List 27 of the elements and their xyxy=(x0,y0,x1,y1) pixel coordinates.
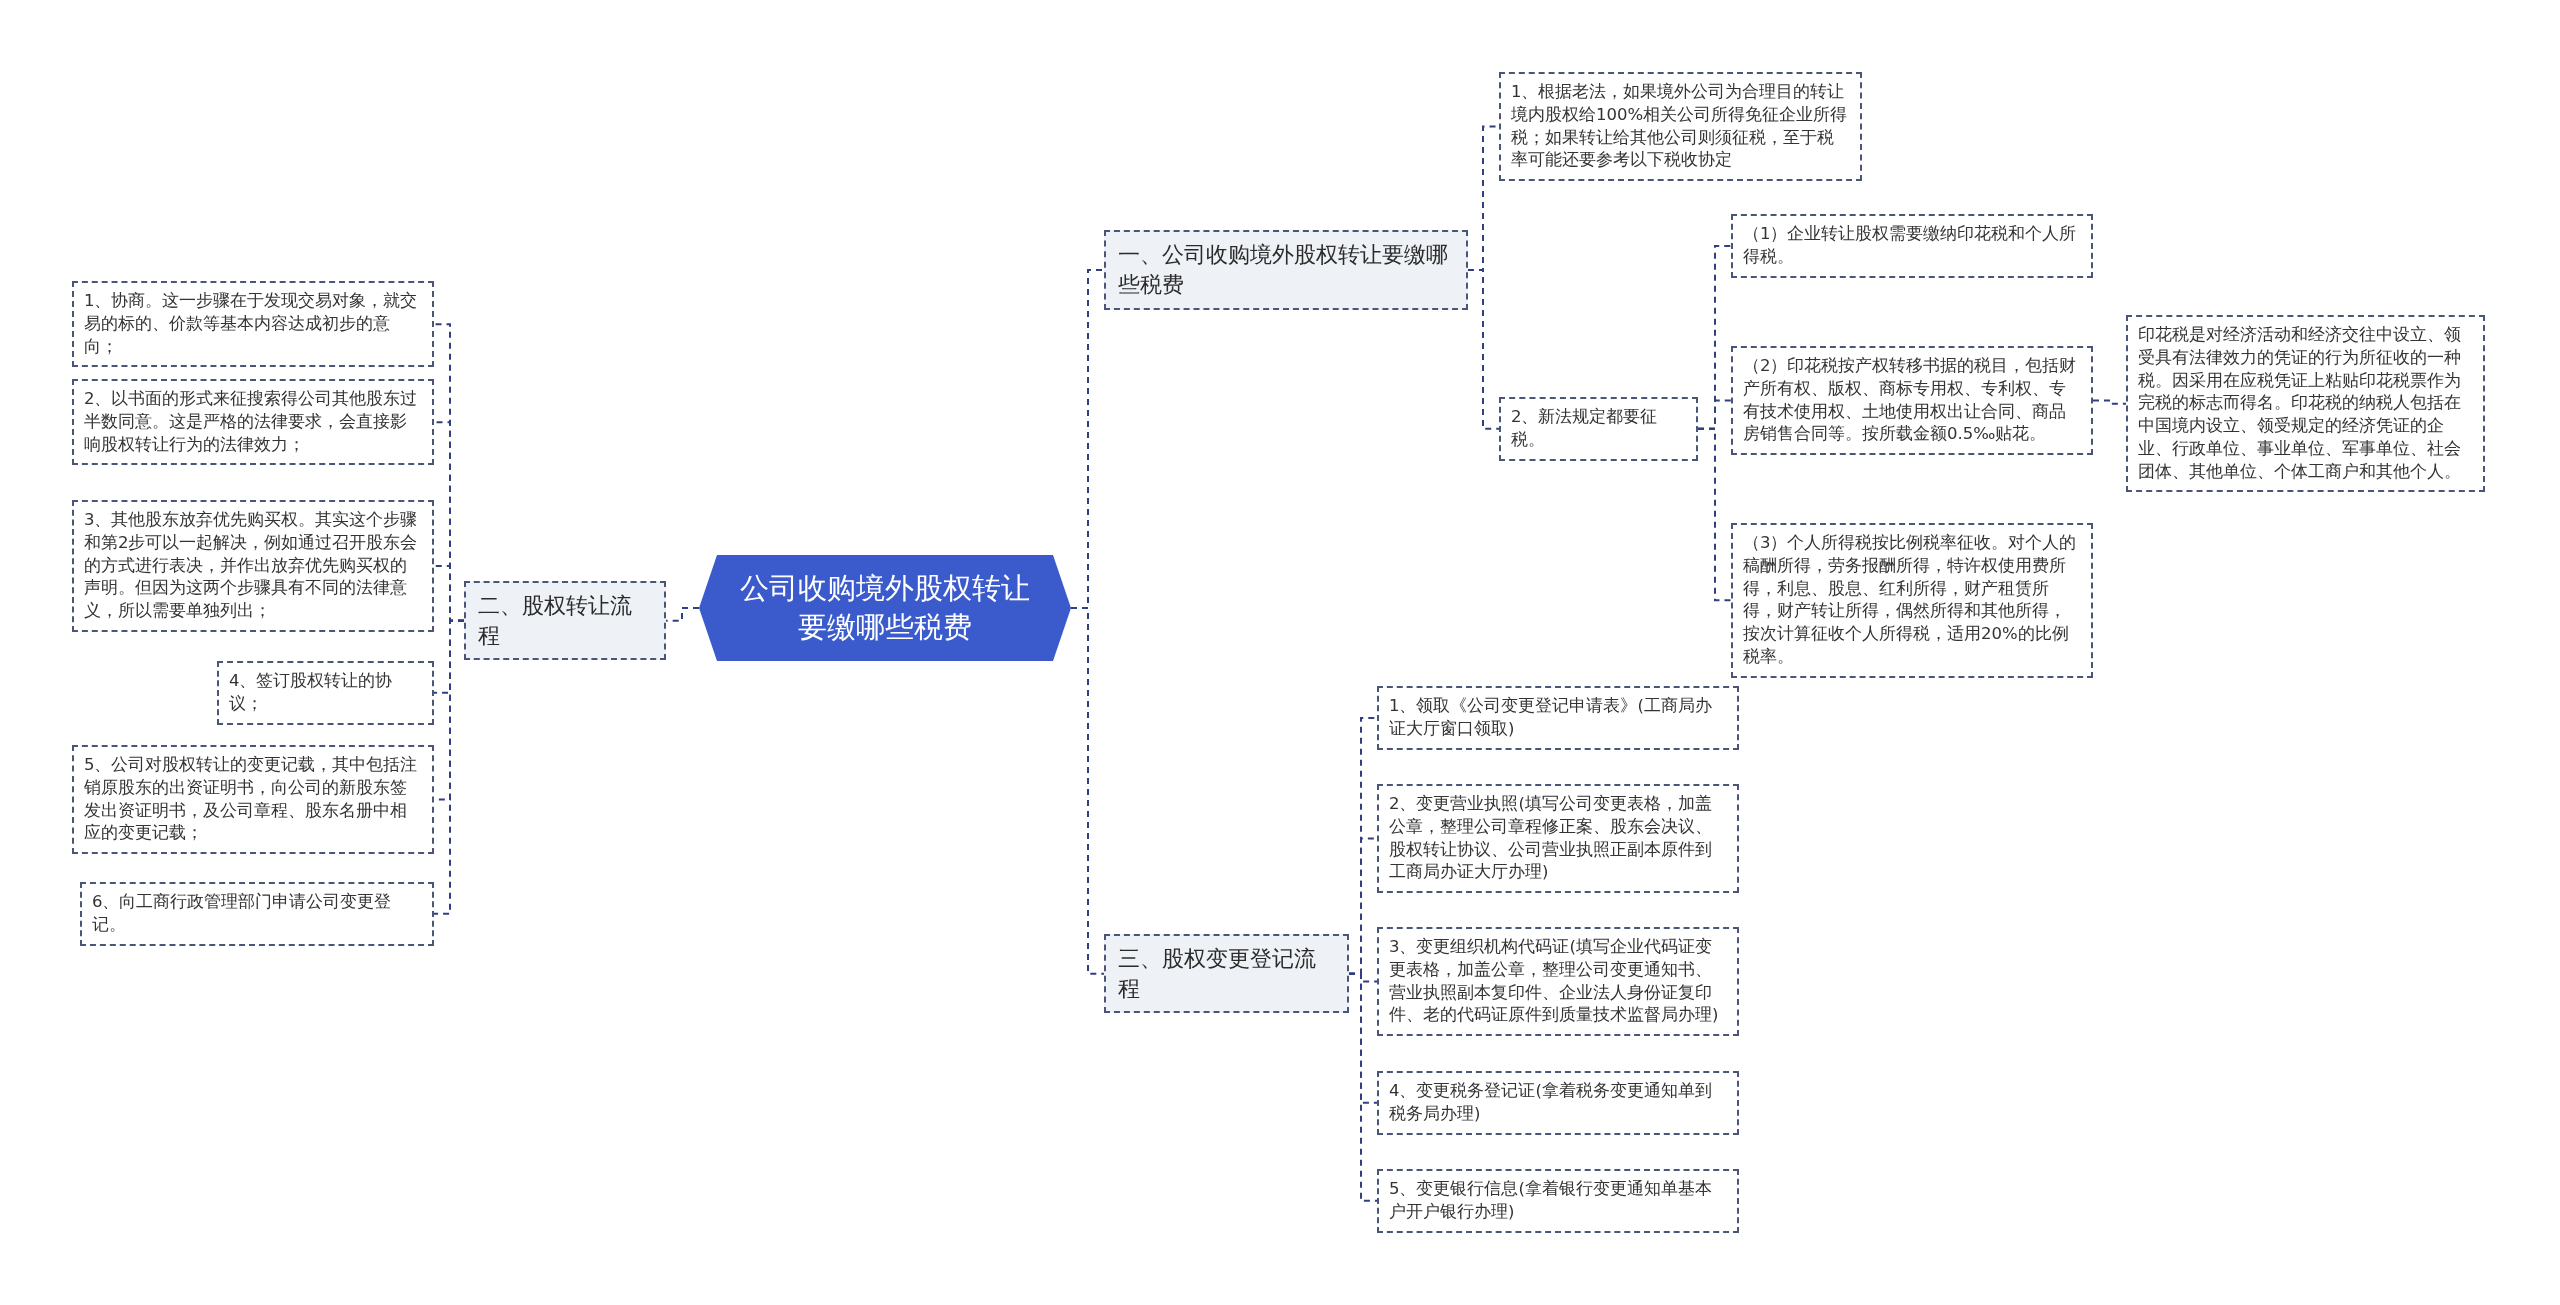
note-box: 3、变更组织机构代码证(填写企业代码证变更表格，加盖公章，整理公司变更通知书、营业执照副本复印件、企业法人身份证复印件、老的代码证原件到质量技术监督局办理) xyxy=(1377,927,1739,1037)
note-box: 2、新法规定都要征税。 xyxy=(1499,397,1698,461)
topic-box: 一、公司收购境外股权转让要缴哪些税费 xyxy=(1104,230,1468,310)
note-box: 印花税是对经济活动和经济交往中设立、领受具有法律效力的凭证的行为所征收的一种税。因采用在应税凭证上粘贴印花税票作为完税的标志而得名。印花税的纳税人包括在中国境内设立、领受规定的经济凭证的企业、行政单位、事业单位、军事单位、社会团体、其他单位、个体工商户和其他个人。 xyxy=(2126,315,2485,493)
note-box: 2、以书面的形式来征搜索得公司其他股东过半数同意。这是严格的法律要求，会直接影响股权转让行为的法律效力； xyxy=(72,379,434,466)
note-box: 1、根据老法，如果境外公司为合理目的转让境内股权给100%相关公司所得免征企业所得税；如果转让给其他公司则须征税，至于税率可能还要参考以下税收协定 xyxy=(1499,72,1862,182)
note-box: （3）个人所得税按比例税率征收。对个人的稿酬所得，劳务报酬所得，特许权使用费所得，利息、股息、红利所得，财产租赁所得，财产转让所得，偶然所得和其他所得，按次计算征收个人所得税，适用20%的比例税率。 xyxy=(1731,523,2093,678)
note-box: 1、领取《公司变更登记申请表》(工商局办证大厅窗口领取) xyxy=(1377,686,1739,750)
note-box: 5、变更银行信息(拿着银行变更通知单基本户开户银行办理) xyxy=(1377,1169,1739,1233)
connector xyxy=(1348,972,1378,1202)
note-box: 6、向工商行政管理部门申请公司变更登记。 xyxy=(80,882,434,946)
note-box: 2、变更营业执照(填写公司变更表格，加盖公章，整理公司章程修正案、股东会决议、股权转让协议、公司营业执照正副本原件到工商局办证大厅办理) xyxy=(1377,784,1739,894)
topic-box: 二、股权转让流程 xyxy=(464,581,666,661)
note-box: 3、其他股东放弃优先购买权。其实这个步骤和第2步可以一起解决，例如通过召开股东会的方式进行表决，并作出放弃优先购买权的声明。但因为这两个步骤具有不同的法律意义，所以需要单独列出； xyxy=(72,500,434,632)
connector xyxy=(2092,399,2127,405)
note-box: 1、协商。这一步骤在于发现交易对象，就交易的标的、价款等基本内容达成初步的意向； xyxy=(72,281,434,368)
central-topic: 公司收购境外股权转让要缴哪些税费 xyxy=(699,555,1071,661)
note-box: 4、变更税务登记证(拿着税务变更通知单到税务局办理) xyxy=(1377,1071,1739,1135)
note-box: 4、签订股权转让的协议； xyxy=(217,661,434,725)
connector xyxy=(1467,269,1500,430)
topic-box: 三、股权变更登记流程 xyxy=(1104,934,1349,1014)
note-box: （1）企业转让股权需要缴纳印花税和个人所得税。 xyxy=(1731,214,2093,278)
connector xyxy=(433,619,465,915)
note-box: （2）印花税按产权转移书据的税目，包括财产所有权、版权、商标专用权、专利权、专有技术使用权、土地使用权出让合同、商品房销售合同等。按所载金额0.5‰贴花。 xyxy=(1731,346,2093,456)
connector xyxy=(1697,427,1732,602)
connector xyxy=(665,607,700,622)
note-box: 5、公司对股权转让的变更记载，其中包括注销原股东的出资证明书，向公司的新股东签发出资证明书，及公司章程、股东名册中相应的变更记载； xyxy=(72,745,434,855)
